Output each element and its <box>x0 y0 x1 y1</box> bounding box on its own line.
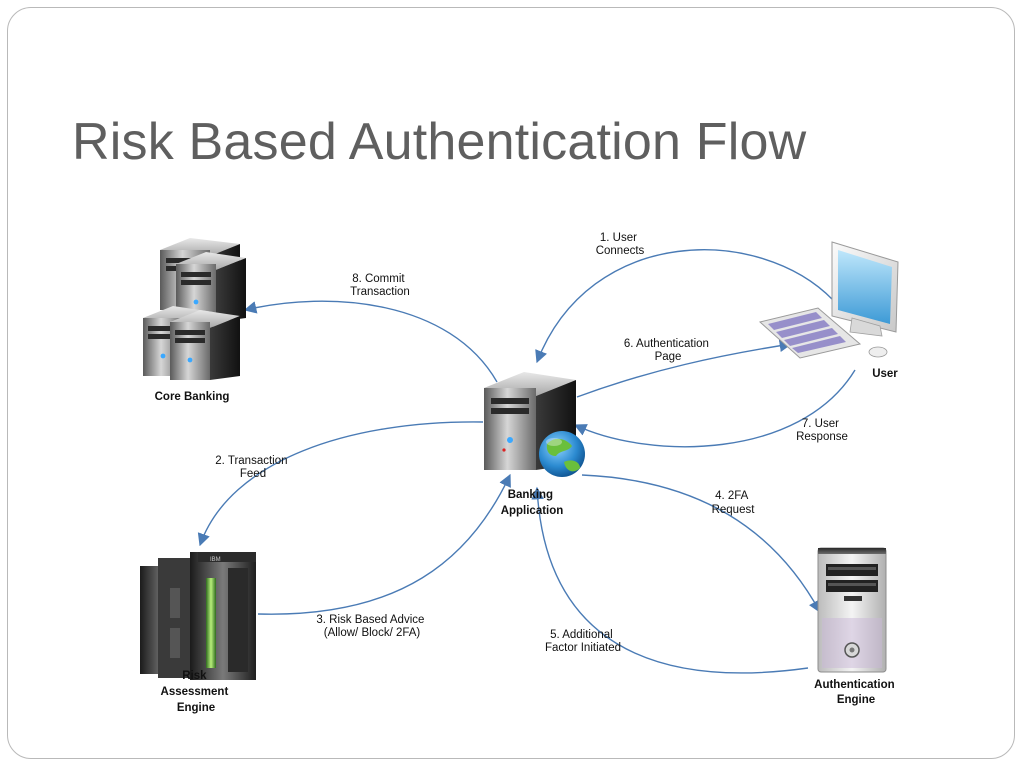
desktop-computer-icon <box>758 241 899 359</box>
edge-authentication-page <box>576 339 793 398</box>
edge-label-2fa-request: 4. 2FA Request <box>712 490 756 516</box>
edge-user-connects <box>535 249 834 364</box>
edge-2fa-request <box>581 474 821 614</box>
edge-label-authentication-page: 6. Authentication Page <box>624 338 712 363</box>
node-label-authentication-engine: Authentication Engine <box>814 679 898 706</box>
edge-label-commit-transaction: 8. Commit Transaction <box>350 273 410 298</box>
server-stack-icon <box>143 238 246 380</box>
node-label-user: User <box>872 368 898 380</box>
server-with-globe-icon <box>484 372 585 477</box>
edge-label-risk-based-advice: 3. Risk Based Advice (Allow/ Block/ 2FA) <box>316 614 427 639</box>
svg-text:IBM: IBM <box>210 557 221 563</box>
edges <box>197 249 856 674</box>
edge-labels: 1. User Connects 2. Transaction Feed 3. … <box>215 232 848 654</box>
edge-transaction-feed <box>197 421 484 547</box>
tower-pc-icon <box>817 547 887 673</box>
node-label-banking-application: Banking Application <box>501 489 564 517</box>
slide-title: Risk Based Authentication Flow <box>72 113 807 171</box>
edge-additional-factor <box>531 486 809 674</box>
mainframe-icon: IBM <box>140 552 256 680</box>
edge-commit-transaction <box>243 300 498 383</box>
edge-label-transaction-feed: 2. Transaction Feed <box>215 455 290 480</box>
edge-label-user-connects: 1. User Connects <box>596 232 645 257</box>
node-label-risk-assessment-engine: Risk Assessment Engine <box>161 670 232 714</box>
edge-label-user-response: 7. User Response <box>796 418 848 443</box>
edge-label-additional-factor: 5. Additional Factor Initiated <box>545 629 621 654</box>
node-label-core-banking: Core Banking <box>155 391 230 403</box>
edge-risk-based-advice <box>257 473 511 615</box>
edge-user-response <box>573 369 856 448</box>
